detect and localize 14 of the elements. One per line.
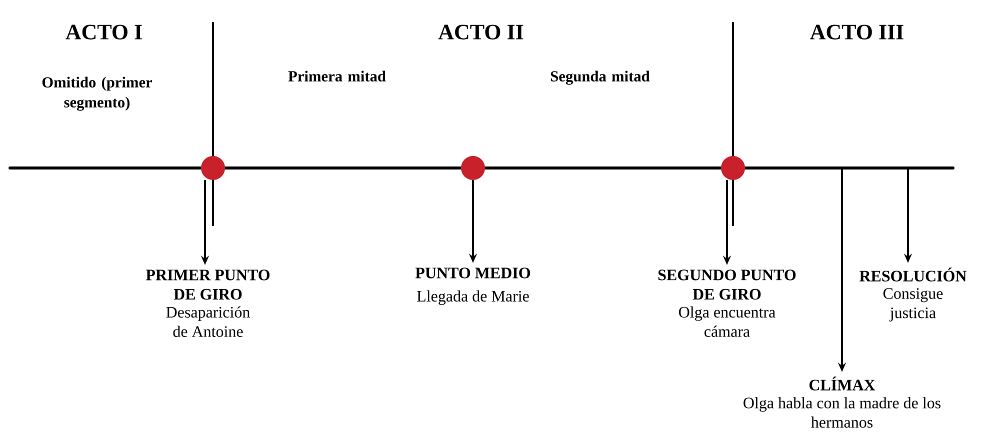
plot-point-dot bbox=[201, 156, 225, 180]
act-title: ACTO II bbox=[438, 24, 524, 40]
plot-point-text: SEGUNDO PUNTO DE GIRO Olga encuentra cámara bbox=[658, 270, 796, 337]
plot-point-text: PRIMER PUNTO DE GIRO Desaparición de Antoine bbox=[146, 270, 270, 337]
act-title: ACTO I bbox=[66, 24, 142, 40]
section-label: Segunda mitad bbox=[550, 70, 650, 85]
section-label: Omitido (primer segmento) bbox=[42, 76, 152, 111]
section-label: Primera mitad bbox=[288, 70, 386, 82]
plot-point-dot bbox=[461, 156, 485, 180]
plot-point-dot bbox=[721, 156, 745, 180]
plot-point-text: CLÍMAX Olga habla con la madre de los hermanos bbox=[744, 376, 940, 428]
plot-point-text: RESOLUCIÓN Consigue justicia bbox=[859, 268, 967, 322]
act-title: ACTO III bbox=[810, 24, 904, 40]
plot-point-text: PUNTO MEDIO Llegada de Marie bbox=[415, 268, 530, 305]
